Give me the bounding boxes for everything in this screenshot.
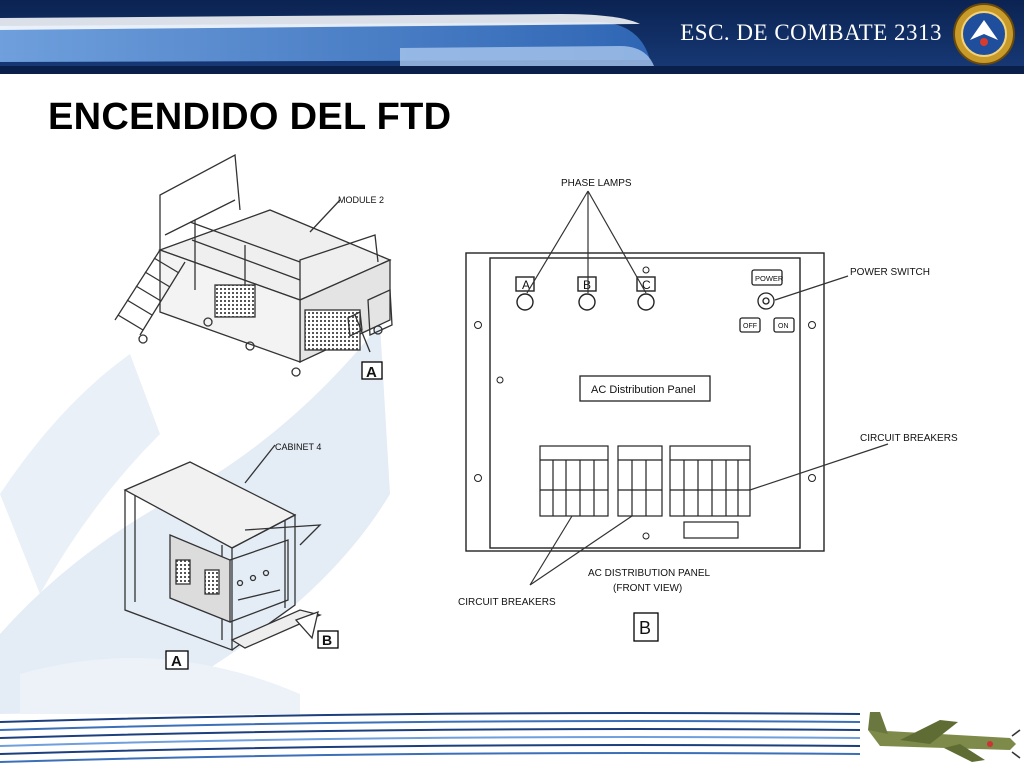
on-label: ON bbox=[778, 323, 789, 330]
squadron-seal-icon bbox=[953, 3, 1015, 65]
ac-distribution-panel-drawing bbox=[465, 252, 825, 552]
callout-a-top: A bbox=[366, 364, 377, 381]
lamp-b-label: B bbox=[583, 278, 591, 292]
panel-name: AC Distribution Panel bbox=[591, 384, 696, 396]
module-2-label: MODULE 2 bbox=[338, 195, 384, 205]
aircraft-icon bbox=[868, 712, 1021, 762]
footer-swoosh-lines bbox=[0, 712, 861, 763]
header-background bbox=[0, 0, 1024, 74]
cabinet-4-drawing bbox=[123, 444, 323, 651]
callout-b-small: B bbox=[322, 632, 332, 648]
callout-a-top-box bbox=[361, 361, 383, 380]
cabinet-4-label: CABINET 4 bbox=[275, 442, 321, 452]
power-switch-label: POWER SWITCH bbox=[850, 267, 930, 278]
callout-a-bottom-box bbox=[165, 650, 189, 670]
callout-b-small-box bbox=[317, 630, 339, 649]
callout-a-bottom: A bbox=[171, 653, 182, 670]
panel-caption-line2: (FRONT VIEW) bbox=[613, 583, 682, 594]
circuit-breakers-left-label: CIRCUIT BREAKERS bbox=[458, 597, 556, 608]
footer-banner bbox=[0, 712, 1021, 763]
panel-caption-line1: AC DISTRIBUTION PANEL bbox=[588, 568, 710, 579]
lamp-a-label: A bbox=[522, 278, 530, 292]
circuit-breakers-right-label: CIRCUIT BREAKERS bbox=[860, 433, 958, 444]
off-label: OFF bbox=[743, 323, 757, 330]
technical-figures: MODULE 2 A CABINET 4 B A bbox=[114, 153, 958, 670]
squadron-name: ESC. DE COMBATE 2313 bbox=[680, 20, 942, 45]
slide-title: ENCENDIDO DEL FTD bbox=[48, 96, 452, 138]
module-2-platform-drawing bbox=[114, 153, 393, 377]
phase-lamps-label: PHASE LAMPS bbox=[561, 178, 632, 189]
panel-callout-lines bbox=[526, 190, 889, 586]
callout-b-large: B bbox=[639, 618, 651, 638]
header-banner: ESC. DE COMBATE 2313 bbox=[0, 0, 1024, 74]
lamp-c-label: C bbox=[642, 278, 651, 292]
power-label: POWER bbox=[755, 274, 784, 283]
callout-b-large-box bbox=[633, 612, 659, 642]
